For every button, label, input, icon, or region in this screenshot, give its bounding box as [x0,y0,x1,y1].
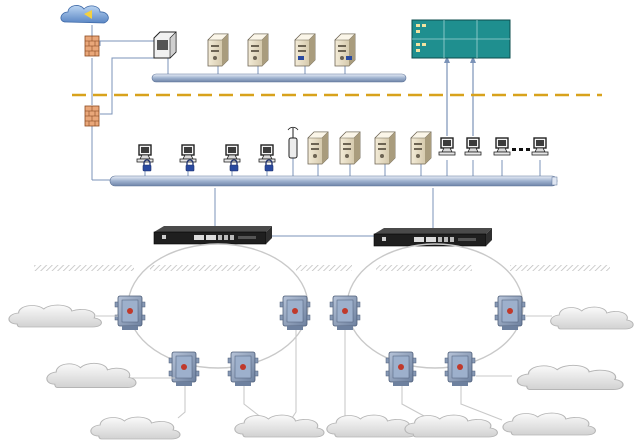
cloud-icon [234,414,325,438]
workstation-icon [438,137,456,156]
cloud-icon [516,364,624,391]
workstation-icon [179,144,197,163]
wireless-access-point-icon [287,126,299,159]
server-icon [247,33,269,67]
workstation-icon [223,144,241,163]
cloud-icon [502,412,596,436]
cloud-icon [326,414,417,438]
cloud-icon [550,306,634,330]
server-icon [334,33,356,67]
server-icon [410,131,432,165]
cloud-icon [90,416,181,440]
field-station-box [114,295,146,331]
firewall-icon [84,105,100,127]
field-station-box [279,295,311,331]
core-switch-icon [373,227,493,247]
display-wall-icon [411,19,511,59]
field-station-boxes [114,295,526,387]
field-station-box [227,351,259,387]
cloud-icon [404,414,498,438]
firewall-icon [84,35,100,57]
cloud-icon [46,362,137,389]
ellipsis-icon [512,148,530,151]
server-icon [374,131,396,165]
internet-cloud-icon [60,5,109,24]
field-station-box [385,351,417,387]
cloud-connectors [96,315,552,421]
main-bus [109,175,558,187]
fiber-rings [127,243,524,369]
field-network-clouds [8,304,634,440]
web-server-icon [153,31,177,59]
server-icon [294,33,316,67]
server-icon [207,33,229,67]
ground-surface [34,265,610,271]
workstation-icon [531,137,549,156]
field-station-box [494,295,526,331]
lower-device-row [136,126,549,172]
server-icon [339,131,361,165]
core-switch-icon [153,225,273,245]
workstation-icon [258,144,276,163]
field-station-box [168,351,200,387]
field-station-box [444,351,476,387]
cloud-icon [8,304,102,328]
workstation-icon [464,137,482,156]
upper-server-row [153,31,356,67]
workstation-icon [493,137,511,156]
workstation-icon [136,144,154,163]
upper-bus [151,73,407,83]
field-station-box [329,295,361,331]
server-icon [307,131,329,165]
